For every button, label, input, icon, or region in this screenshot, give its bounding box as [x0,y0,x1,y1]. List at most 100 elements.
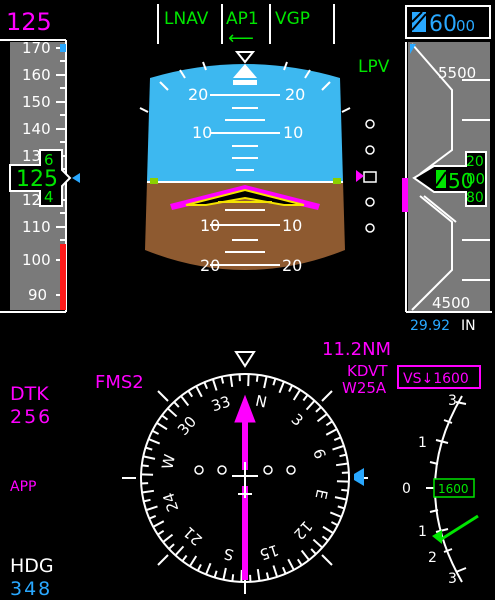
selected-altitude-big: 60 [429,12,457,37]
pitch-label-up-10-left: 10 [192,123,212,142]
compass-tick [167,407,178,418]
vsi-label-up-1: 1 [418,435,427,451]
compass-tick [339,453,347,458]
airspeed-roll-digit-above: 6 [44,151,54,169]
glidepath-diamond [356,170,364,182]
compass-tick [173,401,180,408]
nav-source: FMS2 [95,372,144,393]
active-waypoint-airport: KDVT [347,362,388,380]
hdg-label: HDG [10,555,54,577]
selected-airspeed: 125 [6,8,52,36]
compass-tick [151,429,160,435]
compass-label: E [312,488,332,501]
active-waypoint-fix: W25A [342,379,387,397]
airspeed-label-90: 90 [28,286,47,304]
horizon-marker-left [150,178,158,184]
compass-tick [341,488,349,492]
lateral-mode-lnav: LNAV [164,9,209,29]
compass-tick [203,381,209,390]
compass-tick [181,554,188,562]
vs-target-box [397,365,481,389]
barometric-unit: IN [461,318,476,334]
compass-tick [222,567,227,580]
compass-label: W [158,452,179,470]
dtk-value: 256 [10,406,52,428]
compass-tick [220,376,225,384]
compass-tick [332,444,345,451]
vsi-label-zero: 0 [402,481,411,497]
compass-tick [256,568,261,582]
compass-tick [187,390,194,398]
compass-label: N [254,392,269,412]
pitch-label-down-20-right: 20 [282,256,302,275]
course-pointer [234,394,256,580]
compass-tick [305,400,316,411]
hsi-aircraft-icon [232,462,258,498]
compass-tick [195,385,203,398]
compass-tick [288,384,294,393]
compass-tick [333,436,342,442]
compass-tick [145,446,153,451]
vertical-deviation-scale [363,119,377,233]
compass-label: 15 [257,541,281,564]
compass-tick [312,538,323,549]
compass-tick [161,414,169,421]
attitude-indicator: 20 20 10 10 10 10 20 20 [139,51,351,275]
compass-tick [152,520,165,528]
vertical-speed-indicator: 3 1 0 1 2 3 1600 [402,393,479,587]
compass-label: 30 [174,413,200,439]
compass-tick [168,543,175,550]
altitude-tape: 60 00 5500 4500 50 20 00 80 29.92 IN [402,5,492,334]
roll-scale [139,61,351,113]
vsi-label-up-3: 3 [448,393,457,409]
compass-label: 21 [180,523,206,549]
vs-target: VS↓1600 [403,371,469,387]
compass-tick [156,422,168,431]
altitude-readout-big: 50 [448,169,473,193]
compass-tick [337,505,345,510]
compass-tick [189,555,198,567]
altitude-roll-below: 80 [466,190,484,206]
heading-bug [354,468,364,486]
altitude-readout-bug-icon [435,170,447,188]
airspeed-label-140: 140 [22,120,51,138]
hsi-outer-ticks [122,390,368,594]
compass-tick [180,395,190,407]
compass-tick [325,420,333,427]
compass-tick [213,570,218,578]
autopilot-arrow-icon: ⟵ [228,28,254,49]
compass-tick [174,545,185,556]
compass-tick [143,498,151,503]
ground-area [145,182,345,270]
pitch-label-down-10-right: 10 [282,216,302,235]
compass-tick [296,558,303,566]
compass-tick [263,376,268,389]
vertical-mode-vgp: VGP [275,9,310,29]
compass-tick [325,428,338,436]
compass-tick [157,529,165,536]
pitch-label-up-20-right: 20 [285,85,305,104]
compass-tick [211,378,218,391]
vsi-readout-box [433,478,475,498]
lateral-deviation-dots [194,465,296,475]
distance-to-waypoint: 11.2NM [322,339,391,360]
compass-label: 33 [209,392,233,415]
vsi-label-down-3: 3 [448,571,457,587]
altitude-trend-bar [402,178,408,212]
compass-tick [300,549,310,561]
altitude-readout-box [412,151,487,207]
low-speed-band [60,244,66,310]
slip-indicator [233,80,257,85]
compass-tick [141,489,155,494]
compass-tick [145,505,158,512]
airspeed-label-100: 100 [22,251,51,269]
compass-tick [310,548,317,555]
compass-tick [334,496,347,501]
dtk-label: DTK [10,383,49,405]
compass-tick [148,514,157,520]
altitude-roll-above: 20 [466,154,484,170]
compass-tick [148,438,161,445]
compass-tick [143,455,156,460]
